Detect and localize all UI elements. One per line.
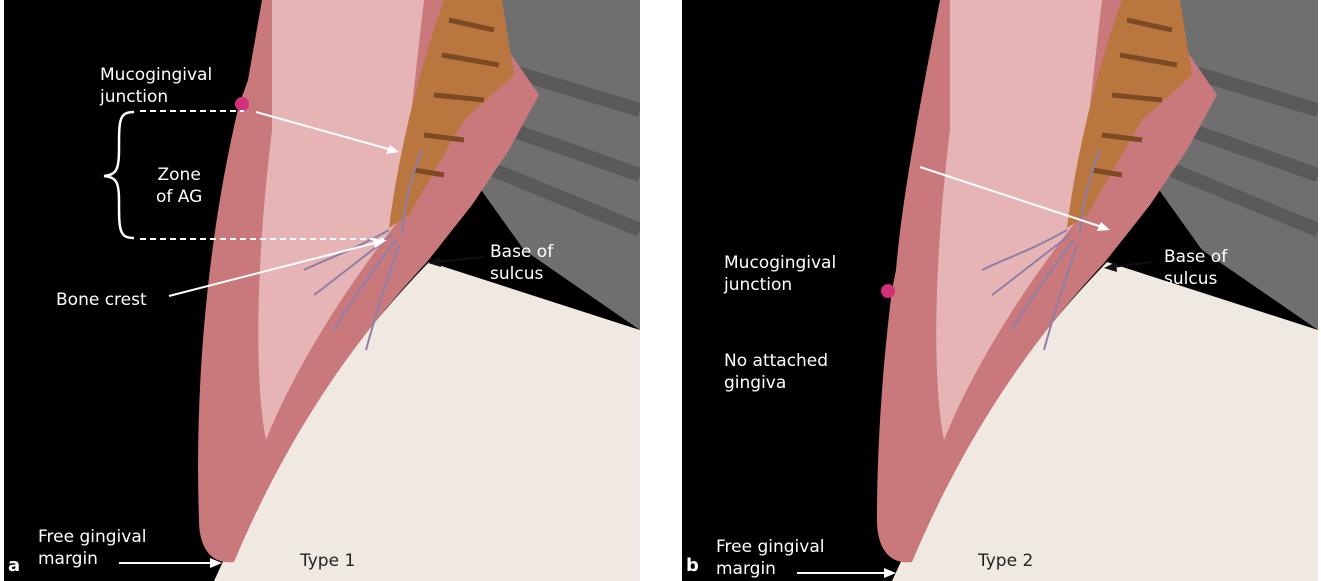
type-label: Type 1 <box>300 550 355 572</box>
mucogingival-line-2: junction <box>100 86 212 108</box>
zone-line-1: Zone <box>156 164 202 186</box>
base-arrow <box>1112 262 1152 267</box>
free-line-1: Free gingival <box>716 536 824 558</box>
base-of-sulcus-label: Base of sulcus <box>1164 246 1227 290</box>
base-line-1: Base of <box>490 241 553 263</box>
free-line-2: margin <box>38 548 146 570</box>
mucogingival-label: Mucogingival junction <box>724 252 836 296</box>
free-margin-label: Free gingival margin <box>716 536 824 580</box>
bone-crest-label: Bone crest <box>56 289 147 311</box>
free-line-1: Free gingival <box>38 526 146 548</box>
mucogingival-line-2: junction <box>724 274 836 296</box>
mucogingival-marker <box>881 284 895 298</box>
panel-letter: a <box>8 555 20 576</box>
no-attached-label: No attached gingiva <box>724 350 828 394</box>
mucogingival-line-1: Mucogingival <box>100 64 212 86</box>
mucogingival-marker <box>235 97 249 111</box>
base-of-sulcus-label: Base of sulcus <box>490 241 553 285</box>
free-margin-label: Free gingival margin <box>38 526 146 570</box>
base-line-1: Base of <box>1164 246 1227 268</box>
mucogingival-label: Mucogingival junction <box>100 64 212 108</box>
no-attached-line-2: gingiva <box>724 372 828 394</box>
zone-label: Zone of AG <box>156 164 202 208</box>
zone-brace <box>104 112 134 238</box>
zone-line-2: of AG <box>156 186 202 208</box>
free-line-2: margin <box>716 558 824 580</box>
base-arrow <box>436 257 484 262</box>
base-line-2: sulcus <box>490 263 553 285</box>
panel-letter: b <box>686 555 699 576</box>
type-label: Type 2 <box>978 550 1033 572</box>
panel-b: Mucogingival junction No attached gingiv… <box>682 0 1318 581</box>
no-attached-line-1: No attached <box>724 350 828 372</box>
mucogingival-line-1: Mucogingival <box>724 252 836 274</box>
base-line-2: sulcus <box>1164 268 1227 290</box>
panel-a: Mucogingival junction Zone of AG Bone cr… <box>4 0 640 581</box>
